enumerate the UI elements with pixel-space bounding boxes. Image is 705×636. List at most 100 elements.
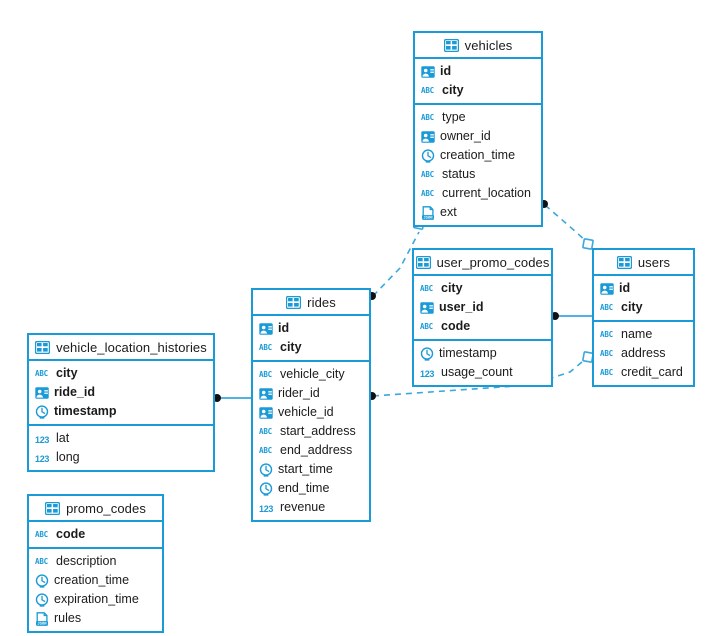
123-number-icon: 123 — [35, 453, 50, 464]
column-label: vehicle_id — [278, 405, 334, 419]
column-label: id — [440, 64, 452, 78]
table-header-promo_codes[interactable]: promo_codes — [29, 496, 162, 522]
abc-string-icon: ABC — [35, 529, 48, 539]
table-title: users — [637, 254, 671, 270]
table-header-rides[interactable]: rides — [253, 290, 369, 316]
table-header-users[interactable]: users — [594, 250, 693, 276]
table-column[interactable]: creation_time — [29, 571, 162, 590]
abc-string-icon: ABC — [600, 367, 613, 377]
json-document-icon: JSON — [421, 205, 435, 220]
table-column[interactable]: expiration_time — [29, 590, 162, 609]
table-column[interactable]: start_time — [253, 460, 369, 479]
abc-string-icon: ABC — [420, 283, 433, 293]
column-label: ride_id — [54, 385, 95, 399]
column-label: end_address — [280, 443, 353, 457]
column-label: end_time — [278, 481, 330, 495]
clock-icon — [35, 573, 49, 588]
column-label: code — [56, 527, 86, 541]
table-column[interactable]: JSON rules — [29, 609, 162, 628]
table-column[interactable]: vehicle_id — [253, 403, 369, 422]
column-label: code — [441, 319, 471, 333]
column-label: revenue — [280, 500, 326, 514]
abc-string-icon: ABC — [421, 188, 434, 198]
table-column[interactable]: timestamp — [414, 344, 551, 363]
column-label: lat — [56, 431, 70, 445]
table-column[interactable]: end_time — [253, 479, 369, 498]
column-label: city — [442, 83, 464, 97]
clock-icon — [35, 404, 49, 419]
primary-key-column[interactable]: ride_id — [29, 383, 213, 402]
column-label: city — [280, 340, 302, 354]
table-header-vehicle_location_histories[interactable]: vehicle_location_histories — [29, 335, 213, 361]
table-header-user_promo_codes[interactable]: user_promo_codes — [414, 250, 551, 276]
table-column[interactable]: rider_id — [253, 384, 369, 403]
abc-string-icon: ABC — [421, 85, 434, 95]
table-column[interactable]: owner_id — [415, 127, 541, 146]
edge-vlh-to-rides — [213, 394, 251, 402]
id-badge-icon — [259, 406, 273, 420]
table-column[interactable]: ABC end_address — [253, 441, 369, 460]
column-label: timestamp — [439, 346, 497, 360]
table-column[interactable]: creation_time — [415, 146, 541, 165]
column-label: vehicle_city — [280, 367, 345, 381]
primary-key-column[interactable]: ABC code — [29, 525, 162, 544]
primary-key-column[interactable]: user_id — [414, 298, 551, 317]
primary-key-column[interactable]: timestamp — [29, 402, 213, 421]
table-grid-icon — [415, 255, 431, 269]
id-badge-icon — [259, 387, 273, 401]
table-header-vehicles[interactable]: vehicles — [415, 33, 541, 59]
table-title: user_promo_codes — [436, 254, 550, 270]
column-label: type — [442, 110, 466, 124]
table-title: rides — [307, 294, 336, 310]
column-label: expiration_time — [54, 592, 139, 606]
primary-key-column[interactable]: id — [253, 319, 369, 338]
primary-key-column[interactable]: ABC city — [415, 81, 541, 100]
column-label: id — [278, 321, 290, 335]
primary-key-column[interactable]: id — [415, 62, 541, 81]
column-label: user_id — [439, 300, 484, 314]
column-label: status — [442, 167, 476, 181]
json-document-icon: JSON — [35, 611, 49, 626]
abc-string-icon: ABC — [259, 445, 272, 455]
id-badge-icon — [259, 322, 273, 336]
id-badge-icon — [420, 301, 434, 315]
table-column[interactable]: JSON ext — [415, 203, 541, 222]
123-number-icon: 123 — [420, 368, 435, 379]
svg-text:JSON: JSON — [38, 621, 47, 625]
primary-key-column[interactable]: id — [594, 279, 693, 298]
column-label: city — [621, 300, 643, 314]
table-grid-icon — [45, 501, 61, 515]
column-label: ext — [440, 205, 457, 219]
